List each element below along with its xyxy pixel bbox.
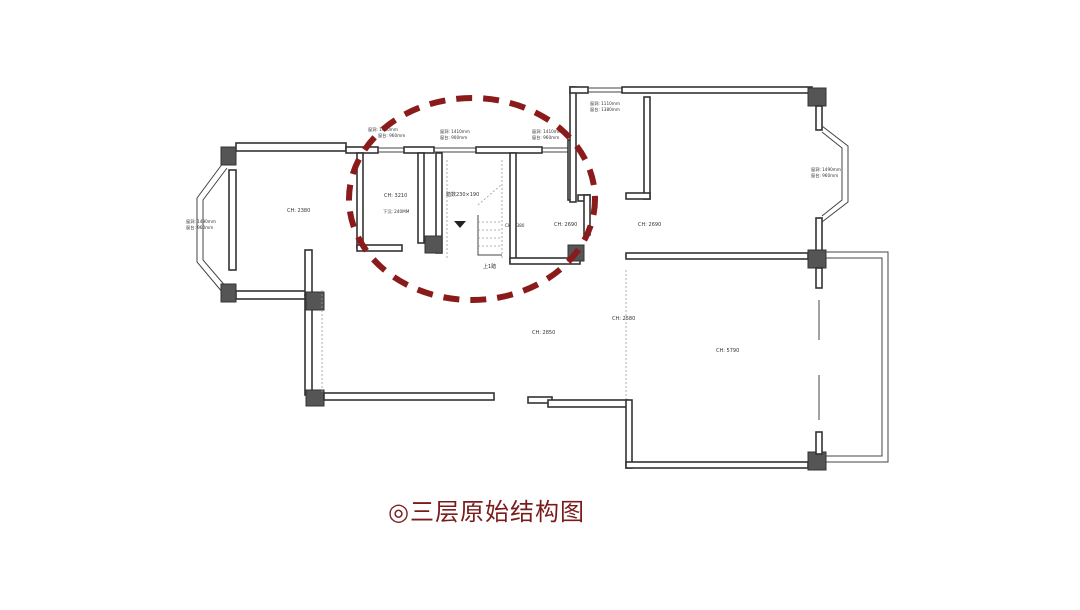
bay-window [821, 125, 849, 223]
wall [356, 244, 403, 252]
column [220, 146, 237, 166]
column [807, 87, 827, 107]
caption-title: 三层原始结构图 [409, 498, 585, 526]
right-lower-room: CH: 5790 [625, 251, 889, 471]
wall [417, 152, 425, 244]
wall [228, 169, 237, 271]
window-label: 窗台: 960mm [378, 132, 405, 139]
wall [509, 152, 517, 264]
wall [625, 252, 809, 260]
window-label: 窗台: 1380mm [590, 106, 620, 113]
wall [569, 86, 589, 94]
wall [621, 86, 813, 94]
window-label: 窗洞: 1490mm [186, 218, 216, 225]
ch-label: CH: 2690 [554, 222, 577, 228]
ch-label: CH: 2850 [532, 330, 555, 336]
stair-run [477, 215, 502, 256]
bay-window [196, 162, 224, 294]
wall [815, 105, 823, 131]
upper-right-wing: CH: 2690 窗洞: 1110mm 窗台: 1380mm 窗洞: 1490m… [569, 86, 849, 269]
window-label: 窗洞: 1110mm [590, 100, 620, 107]
plan-caption: ◎三层原始结构图 [388, 492, 585, 526]
balcony [826, 257, 883, 457]
wall [235, 142, 347, 152]
floor-plan: CH: 2380 窗洞: 1490mm 窗台: 960mm 窗洞: 1410mm… [186, 86, 889, 471]
stairs-up-label: 上1踏 [483, 263, 496, 270]
circle-symbol-icon: ◎ [388, 498, 410, 526]
column [807, 249, 827, 269]
window-label: 窗洞: 1410mm [440, 128, 470, 135]
window-label: 窗台: 900mm [440, 134, 467, 141]
wall [475, 146, 543, 154]
bay-window [821, 131, 843, 217]
wall [815, 267, 823, 289]
highlight-ellipse [346, 95, 598, 303]
ch-label: CH: 2580 [612, 316, 635, 322]
ch-label: CH: 2690 [638, 222, 661, 228]
left-bay-room: CH: 2380 窗洞: 1490mm 窗台: 960mm [186, 142, 347, 303]
wall [323, 392, 495, 401]
wall [643, 96, 651, 200]
small-room: CH: 3210 下沉: 240MM [356, 152, 443, 254]
ch-label: CH: 5790 [716, 348, 739, 354]
stair-run [477, 183, 503, 206]
staircase: 踏数230×190 CH: 2380 上1踏 [446, 160, 525, 270]
window-label: 窗洞: 1490mm [811, 166, 841, 173]
wall [235, 290, 309, 300]
ch-label: CH: 2380 [287, 208, 310, 214]
window-label: 窗洞: 1410mm [532, 128, 562, 135]
wall [345, 146, 379, 154]
wall [304, 249, 313, 296]
window-label: 窗台: 960mm [811, 172, 838, 179]
wall [815, 431, 823, 455]
ch-label: CH: 3210 [384, 193, 407, 199]
window-label: 窗台: 960mm [532, 134, 559, 141]
wall [625, 399, 633, 469]
wall [815, 217, 823, 253]
wall [403, 146, 435, 154]
wall [569, 86, 577, 203]
column [220, 283, 237, 303]
central-hall: CH: 2850 CH: 2580 [304, 270, 635, 408]
column [305, 389, 325, 407]
stairs-label: 踏数230×190 [446, 191, 479, 198]
wall [625, 192, 651, 200]
window-label: 窗台: 960mm [186, 224, 213, 231]
bay-window [202, 167, 228, 289]
balcony [826, 251, 889, 463]
wall [625, 461, 809, 469]
top-wall-row: 窗洞: 1410mm 窗台: 960mm 窗洞: 1410mm 窗台: 900m… [345, 126, 568, 154]
column [305, 291, 325, 311]
beam-label: 下沉: 240MM [383, 208, 410, 215]
wall [547, 399, 629, 408]
down-arrow-icon [454, 221, 466, 228]
column [424, 235, 443, 254]
